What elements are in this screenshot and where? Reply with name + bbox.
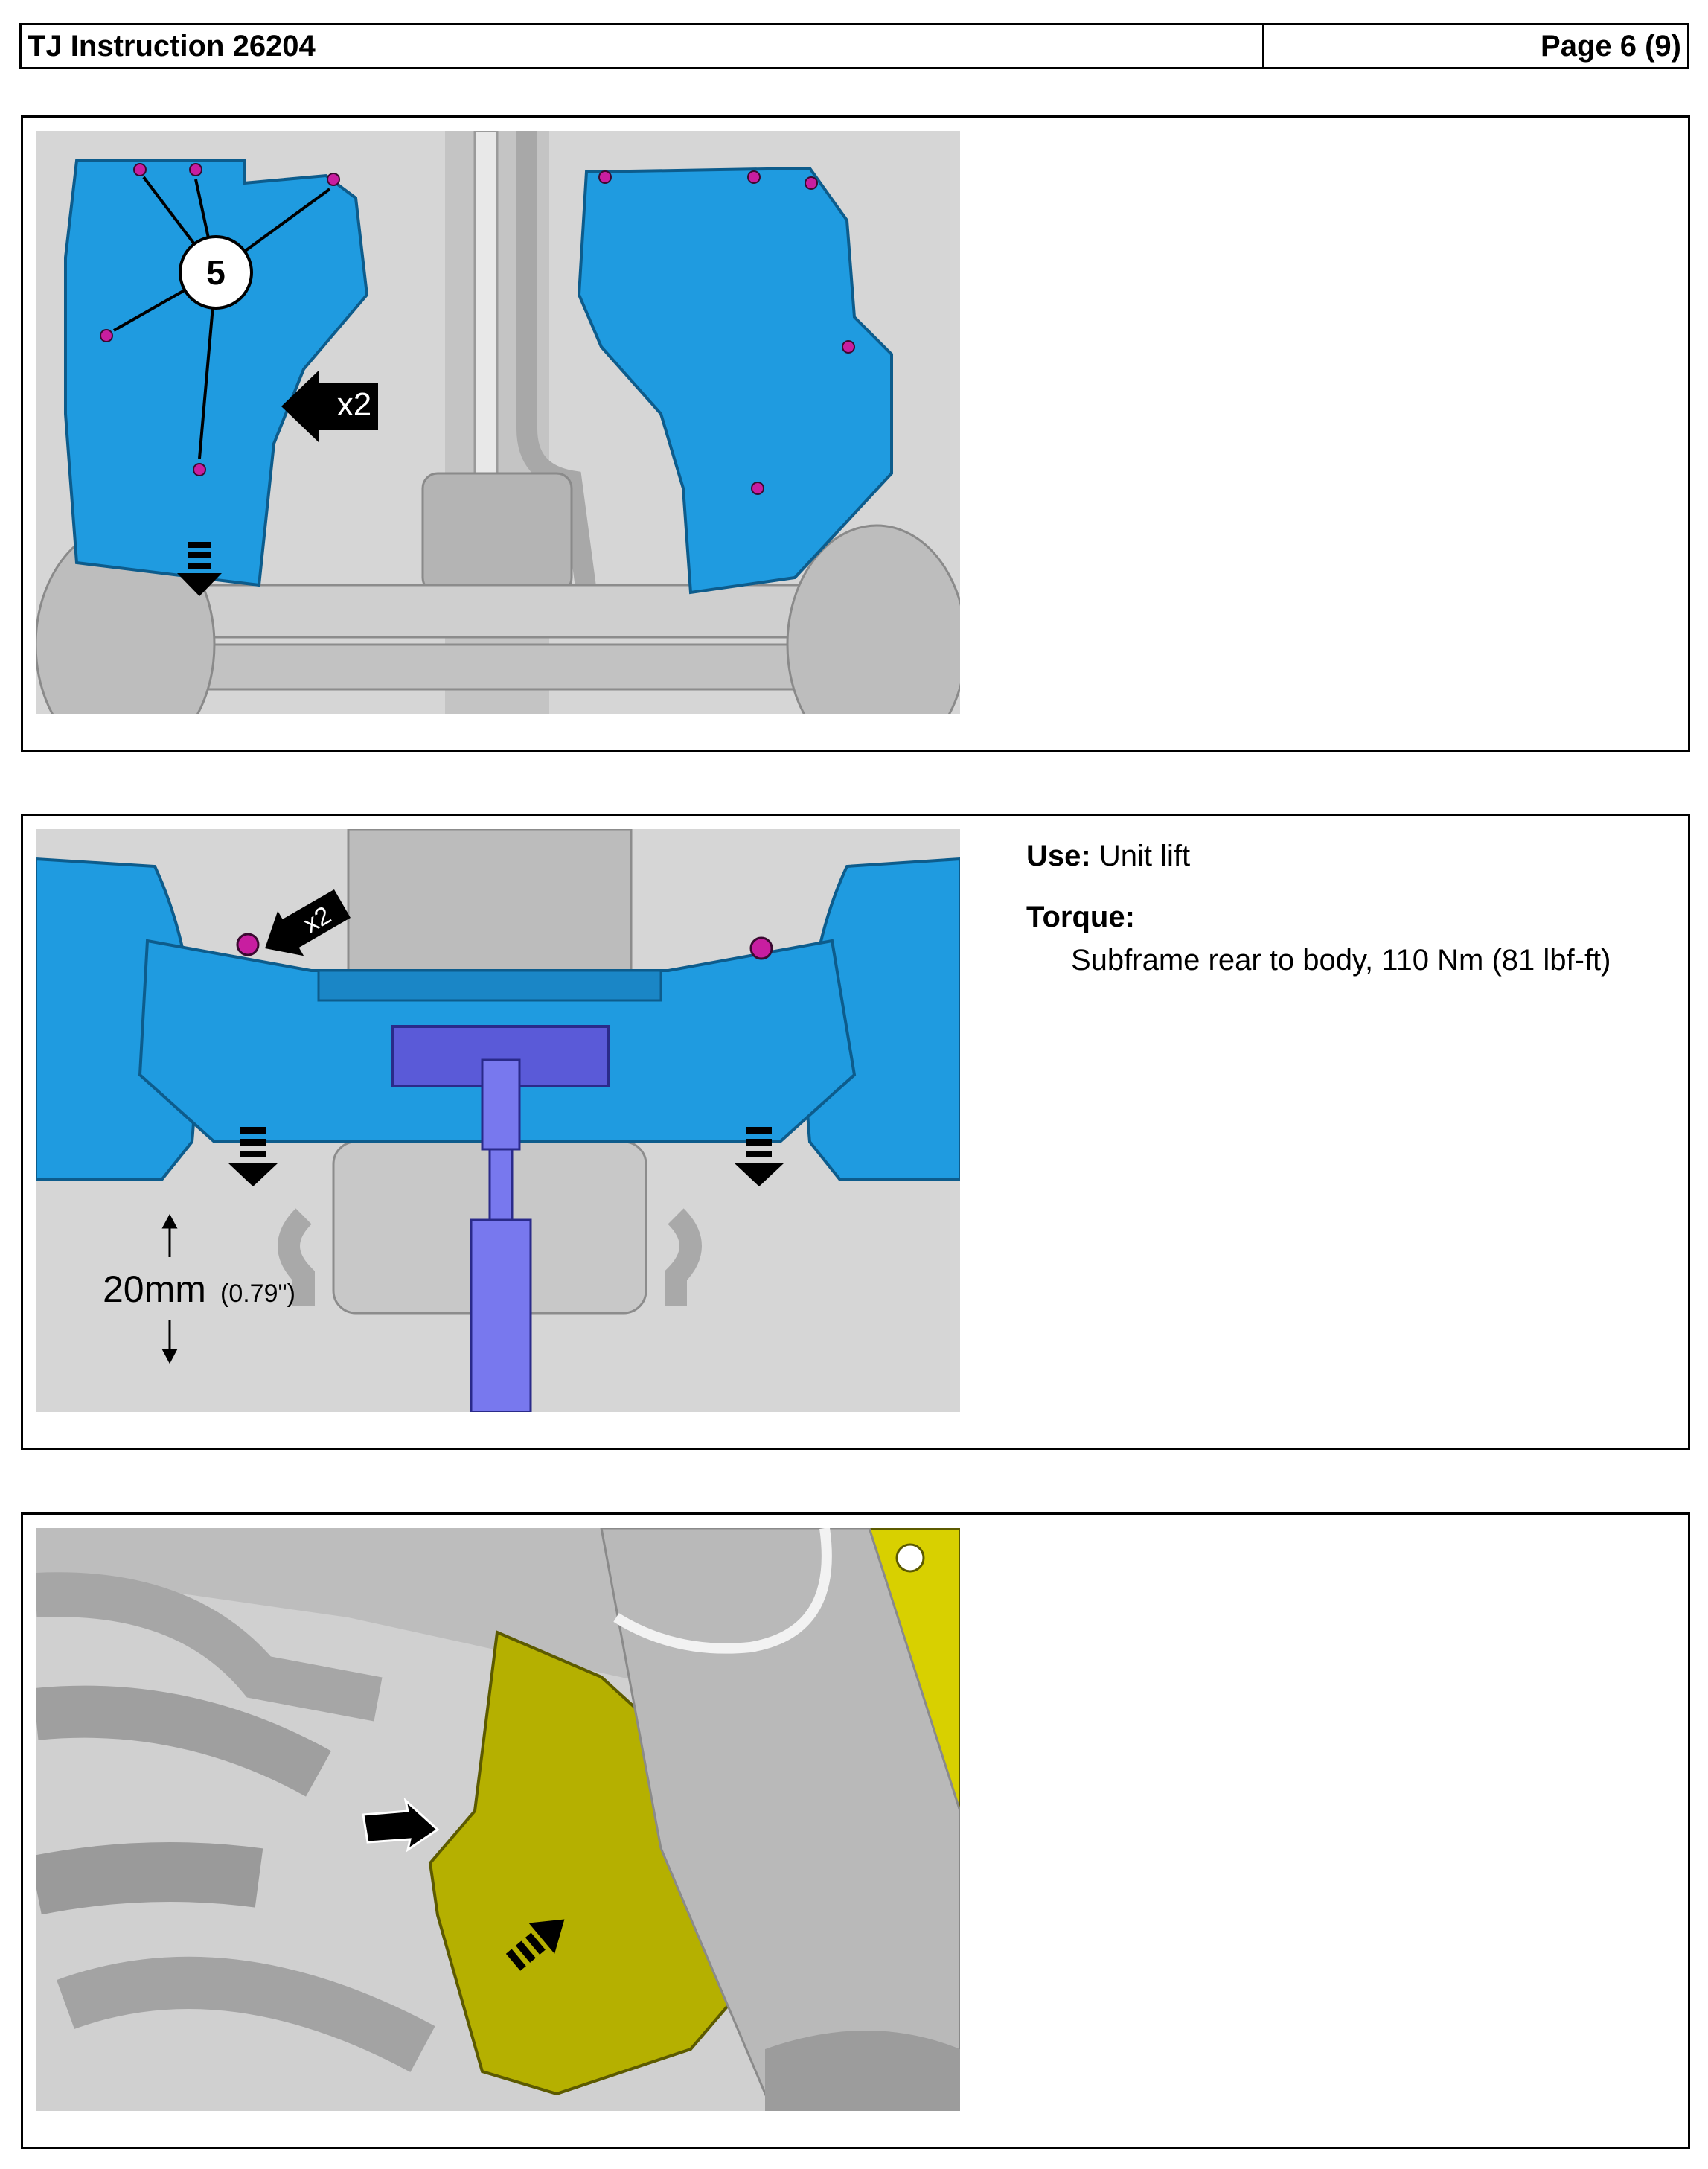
torque-label: Torque: [1026,901,1135,933]
callout-circle [179,235,253,310]
page-number: Page 6 (9) [1541,29,1681,63]
illustration-underbody-shields: 5 x2 [36,131,960,714]
step-panel-1: 5 x2 [21,115,1690,752]
remove-down-arrow-icon [177,542,222,596]
dimension-arrows [161,1213,178,1364]
step-notes: Use: Unit lift Torque: Subframe rear to … [1026,838,1659,978]
multiplier-label: x2 [337,386,371,423]
callout-number: 5 [206,253,226,292]
torque-value: Subframe rear to body, 110 Nm (81 lbf-ft… [1071,944,1611,977]
use-label: Use: [1026,840,1091,872]
torque-block: Torque: Subframe rear to body, 110 Nm (8… [1026,899,1659,978]
step-panel-3 [21,1512,1690,2149]
step-panel-2: x2 20mm (0.79") [21,814,1690,1450]
clearance-imperial: (0.79") [220,1280,295,1308]
lower-down-arrow-right-icon [734,1127,784,1186]
document-title: TJ Instruction 26204 [22,25,1264,67]
unit-lift-post [470,1218,532,1412]
install-arrow-icon [362,1797,440,1853]
lower-down-arrow-left-icon [228,1127,278,1186]
page-header: TJ Instruction 26204 Page 6 (9) [19,23,1689,69]
illustration-rear-subframe: x2 20mm (0.79") [36,829,960,1412]
push-up-arrow-icon [505,1919,565,1971]
use-value: Unit lift [1098,840,1191,872]
use-line: Use: Unit lift [1026,838,1659,874]
clearance-value: 20mm [103,1268,206,1310]
multiplier-arrow: x2 [281,371,378,442]
illustration-heat-shield [36,1528,960,2111]
